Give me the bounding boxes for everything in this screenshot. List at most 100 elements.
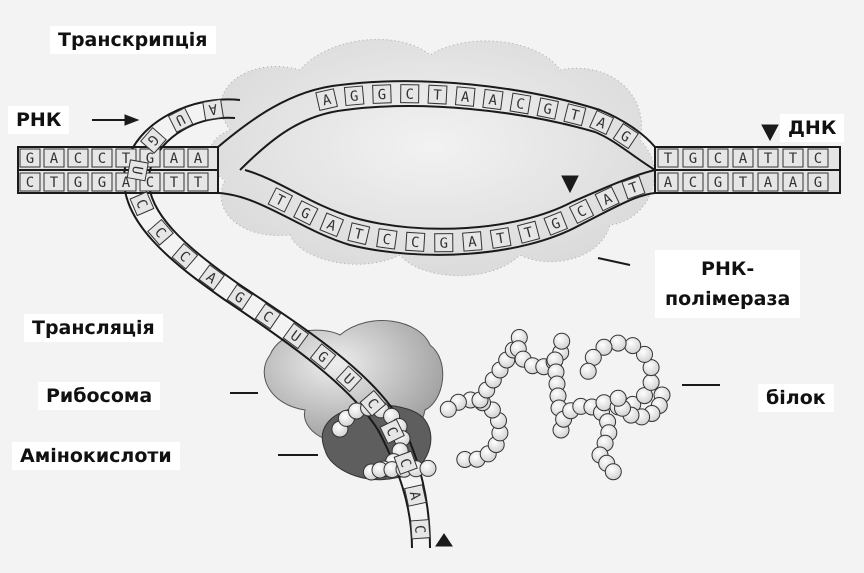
dna-loop-base: C [401,85,419,103]
svg-text:C: C [26,175,34,191]
svg-text:T: T [433,87,443,103]
dna-loop-base: G [537,98,558,119]
label-dna: ДНК [780,114,844,142]
dna-base: A [188,149,208,167]
dna-base: T [783,149,803,167]
dna-template-base: T [518,221,540,243]
svg-text:G: G [98,175,106,191]
dna-base: T [44,173,64,191]
label-rna-polymerase-line1: РНК- [665,254,790,284]
svg-text:C: C [814,151,822,167]
dna-base: G [683,149,703,167]
rna-base: C [255,304,280,329]
svg-text:A: A [664,175,673,191]
dna-template-base: T [490,228,511,249]
rna-base: C [148,220,173,245]
svg-text:T: T [789,151,798,167]
svg-text:C: C [714,151,722,167]
dna-template-base: A [463,232,482,251]
svg-text:C: C [689,175,697,191]
dna-base: T [758,149,778,167]
svg-text:G: G [689,151,697,167]
dna-base: A [164,149,184,167]
dna-base: A [44,149,64,167]
svg-text:C: C [410,235,419,251]
amino-acid-bead [625,338,641,354]
svg-text:G: G [377,87,386,103]
amino-acid-bead [596,395,612,411]
dna-base: A [783,173,803,191]
label-ribosome: Рибосома [38,382,160,410]
svg-text:G: G [814,175,822,191]
svg-text:G: G [74,175,82,191]
svg-text:G: G [439,236,448,252]
svg-text:C: C [146,175,154,191]
polymerase-pointer-arrow [598,258,630,265]
dna-loop-base: T [428,85,447,104]
dna-loop-base: A [483,89,503,109]
dna-base: T [164,173,184,191]
dna-loop-base: T [564,104,586,126]
svg-text:G: G [26,151,34,167]
dna-base: C [92,149,112,167]
dna-template-base: C [406,232,425,251]
dna-base: C [808,149,828,167]
dna-base: C [20,173,40,191]
amino-acid-bead [610,390,626,406]
dna-base: T [188,173,208,191]
svg-text:C: C [405,87,414,103]
label-amino-acids: Амінокислоти [12,442,180,470]
rna-base: C [172,244,197,269]
label-rna-polymerase-line2: полімераза [665,284,790,314]
amino-acid-bead [610,335,626,351]
svg-text:C: C [98,151,106,167]
amino-acid-bead [605,464,621,480]
dna-base: G [708,173,728,191]
svg-text:C: C [74,151,82,167]
svg-text:T: T [50,175,59,191]
dna-base: T [733,173,753,191]
rna-base: A [199,265,224,290]
dna-base: A [658,173,678,191]
rna-base: A [405,485,426,506]
amino-acid-bead [420,460,436,476]
dna-base: G [92,173,112,191]
svg-text:T: T [194,175,203,191]
svg-text:A: A [764,175,773,191]
amino-acid-bead [580,363,596,379]
rna-base: G [227,285,252,310]
label-rna: РНК [8,106,69,134]
label-protein: білок [758,384,834,412]
dna-loop-base: C [510,93,531,114]
rna-pointer-arrowhead [125,115,138,125]
translation-direction-arrowhead [436,534,452,546]
rna-base: U [127,160,148,181]
label-translation: Трансляція [24,314,163,342]
amino-acid-bead [643,374,659,390]
dna-base: T [658,149,678,167]
dna-template-base: T [348,223,370,245]
svg-text:A: A [789,175,798,191]
svg-text:G: G [349,88,359,105]
dna-loop-base: G [373,85,392,104]
svg-text:T: T [764,151,773,167]
dna-loop-base: G [344,86,364,106]
svg-text:A: A [50,151,59,167]
svg-text:C: C [411,525,428,535]
label-transcription: Транскрипція [50,26,216,54]
dna-template-base: C [377,229,397,249]
svg-text:G: G [714,175,722,191]
dna-base: G [68,173,88,191]
amino-acid-bead [554,333,570,349]
dna-template-base: G [435,234,453,252]
dna-base: A [758,173,778,191]
rna-base: C [411,520,430,539]
dna-loop-base: A [455,87,475,107]
svg-text:T: T [739,175,748,191]
svg-text:T: T [170,175,179,191]
amino-acid-bead [440,401,456,417]
dna-base: G [808,173,828,191]
svg-text:A: A [170,151,179,167]
svg-text:T: T [664,151,673,167]
